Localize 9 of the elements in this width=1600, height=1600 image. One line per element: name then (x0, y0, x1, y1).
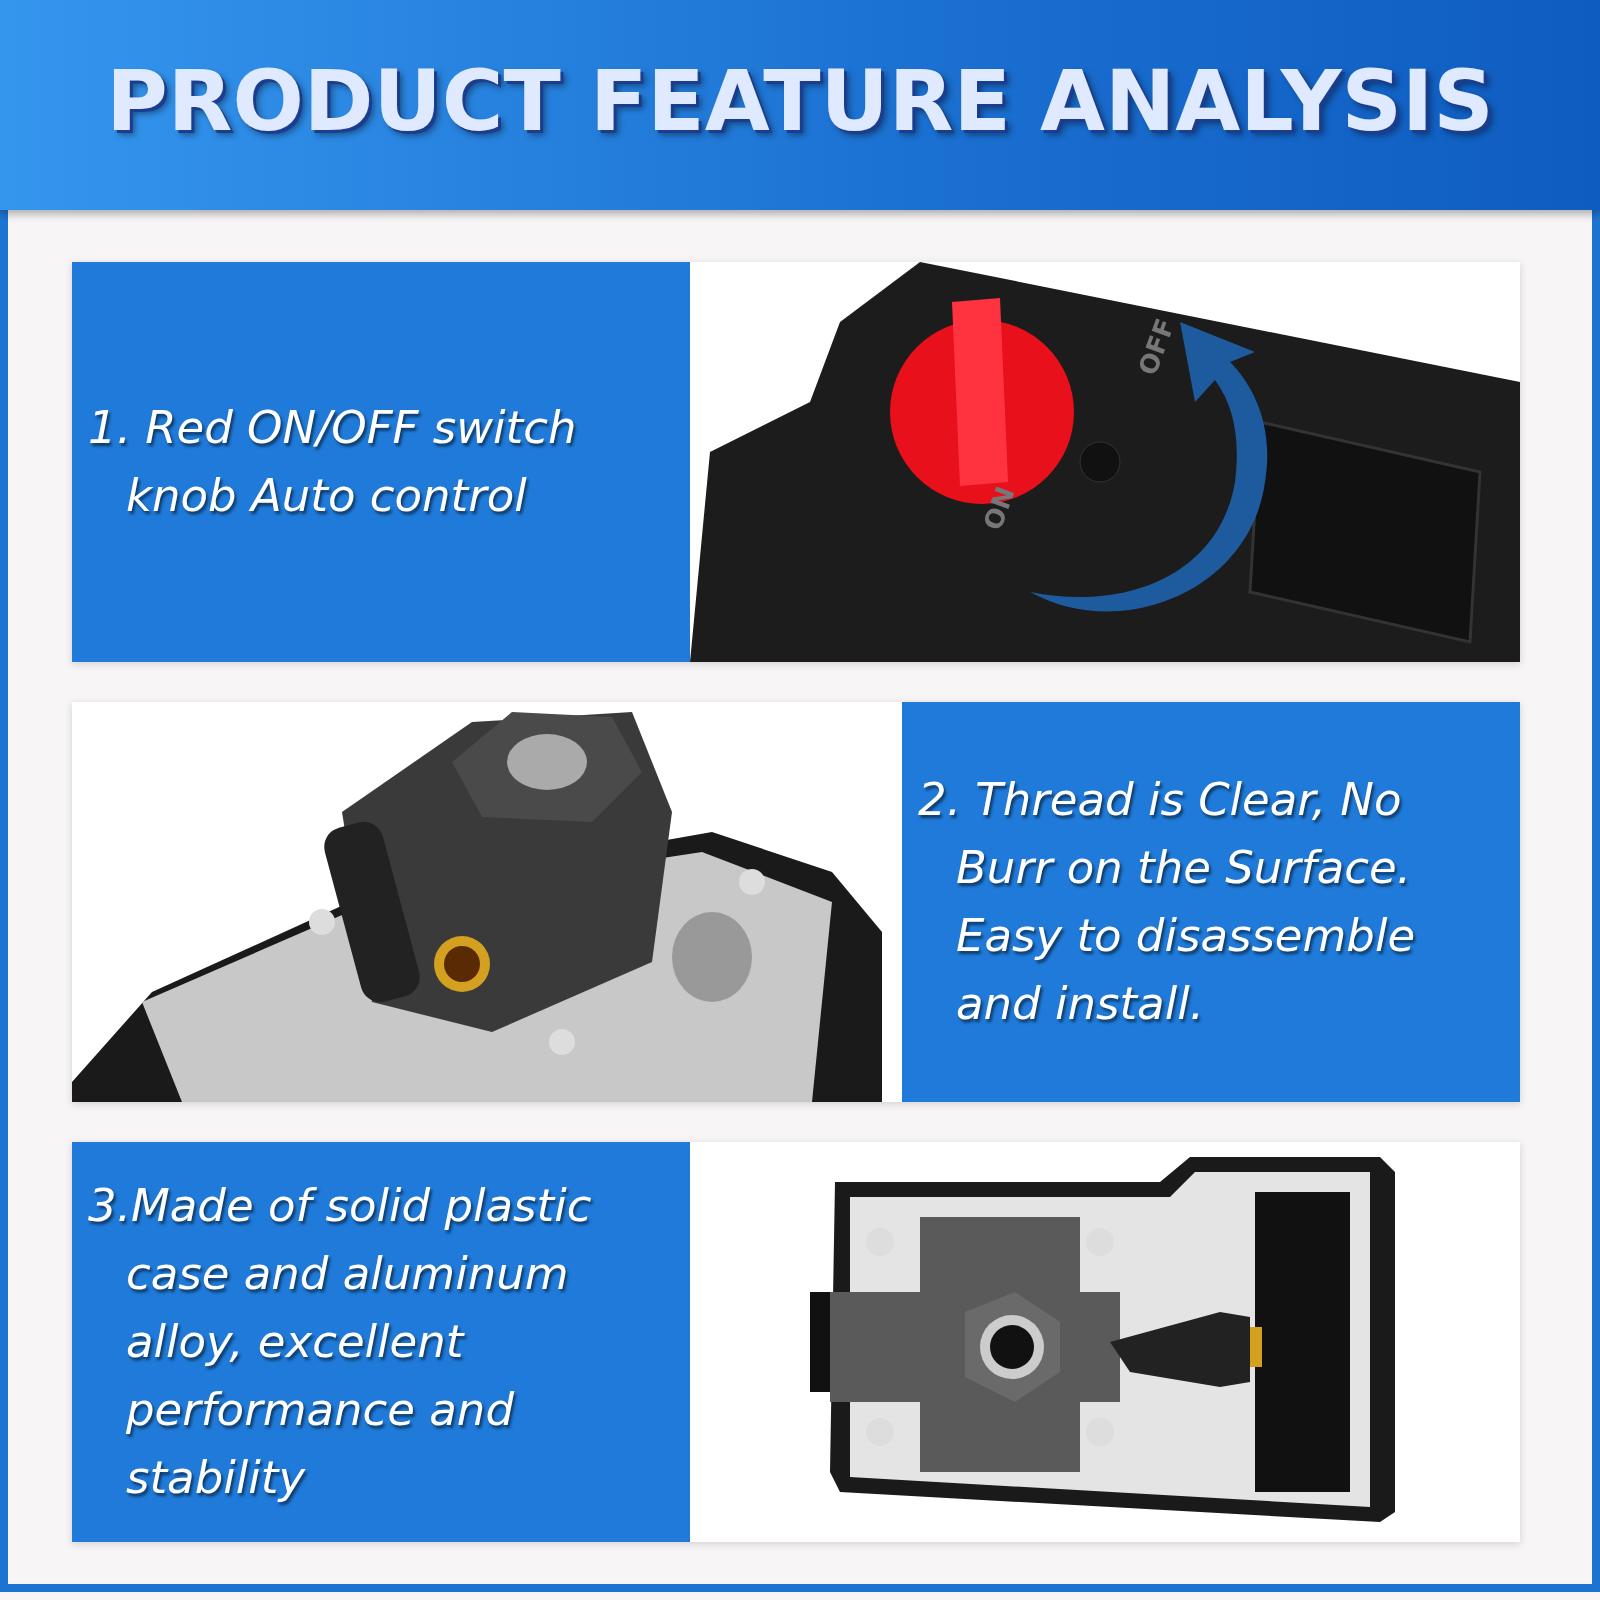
feature-text: 2. Thread is Clear, No Burr on the Surface. Easy to disassemble and install. (917, 772, 1417, 1032)
text-panel (902, 702, 1520, 1102)
title: PRODUCT FEATURE ANALYSIS (105, 52, 1495, 150)
text-panel (72, 262, 690, 662)
switch-marking: ON (977, 482, 1021, 535)
text-panel (72, 1142, 690, 1542)
switch-marking: OFF (1132, 314, 1181, 380)
feature-text: 1. Red ON/OFF switch knob Auto control (87, 400, 578, 524)
feature-text: 3.Made of solid plastic case and aluminum alloy, excellent performance and stability (87, 1178, 593, 1506)
